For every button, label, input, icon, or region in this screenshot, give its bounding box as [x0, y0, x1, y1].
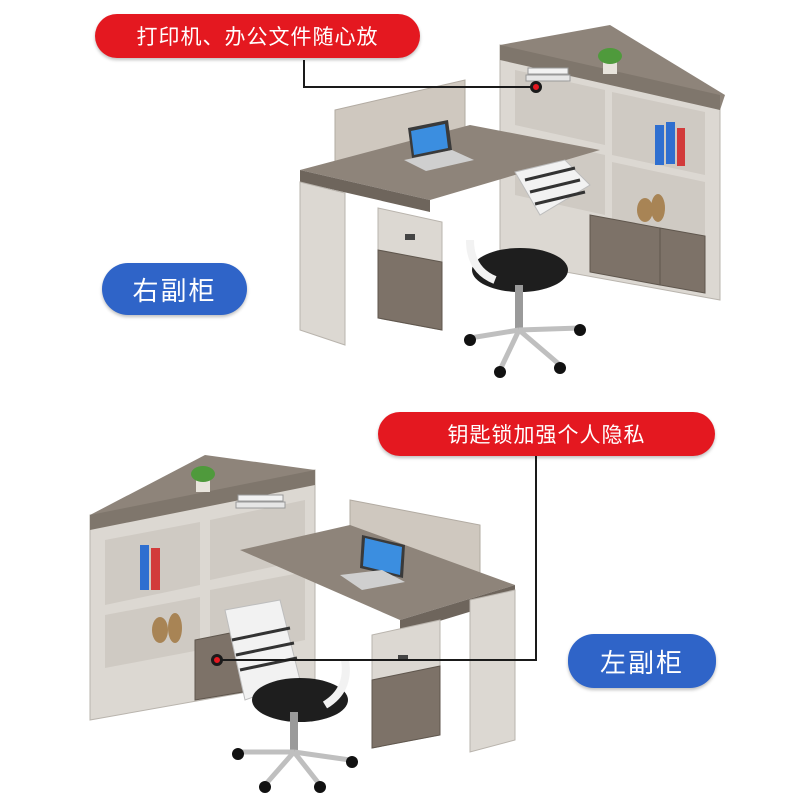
top-leader-horizontal — [303, 86, 535, 88]
office-chair-top — [464, 159, 591, 378]
office-chair-bottom — [224, 599, 358, 793]
bottom-leader-vertical — [535, 455, 537, 660]
bottom-leader-dot — [211, 654, 223, 666]
bottom-workstation — [89, 455, 516, 793]
top-workstation — [299, 25, 725, 378]
top-callout: 打印机、办公文件随心放 — [95, 14, 420, 58]
left-cabinet-label: 左副柜 — [568, 634, 716, 688]
top-leader-vertical — [303, 60, 305, 88]
right-cabinet-label: 右副柜 — [102, 263, 247, 315]
bottom-callout: 钥匙锁加强个人隐私 — [378, 412, 715, 456]
top-leader-dot — [530, 81, 542, 93]
bottom-leader-horizontal — [218, 659, 537, 661]
